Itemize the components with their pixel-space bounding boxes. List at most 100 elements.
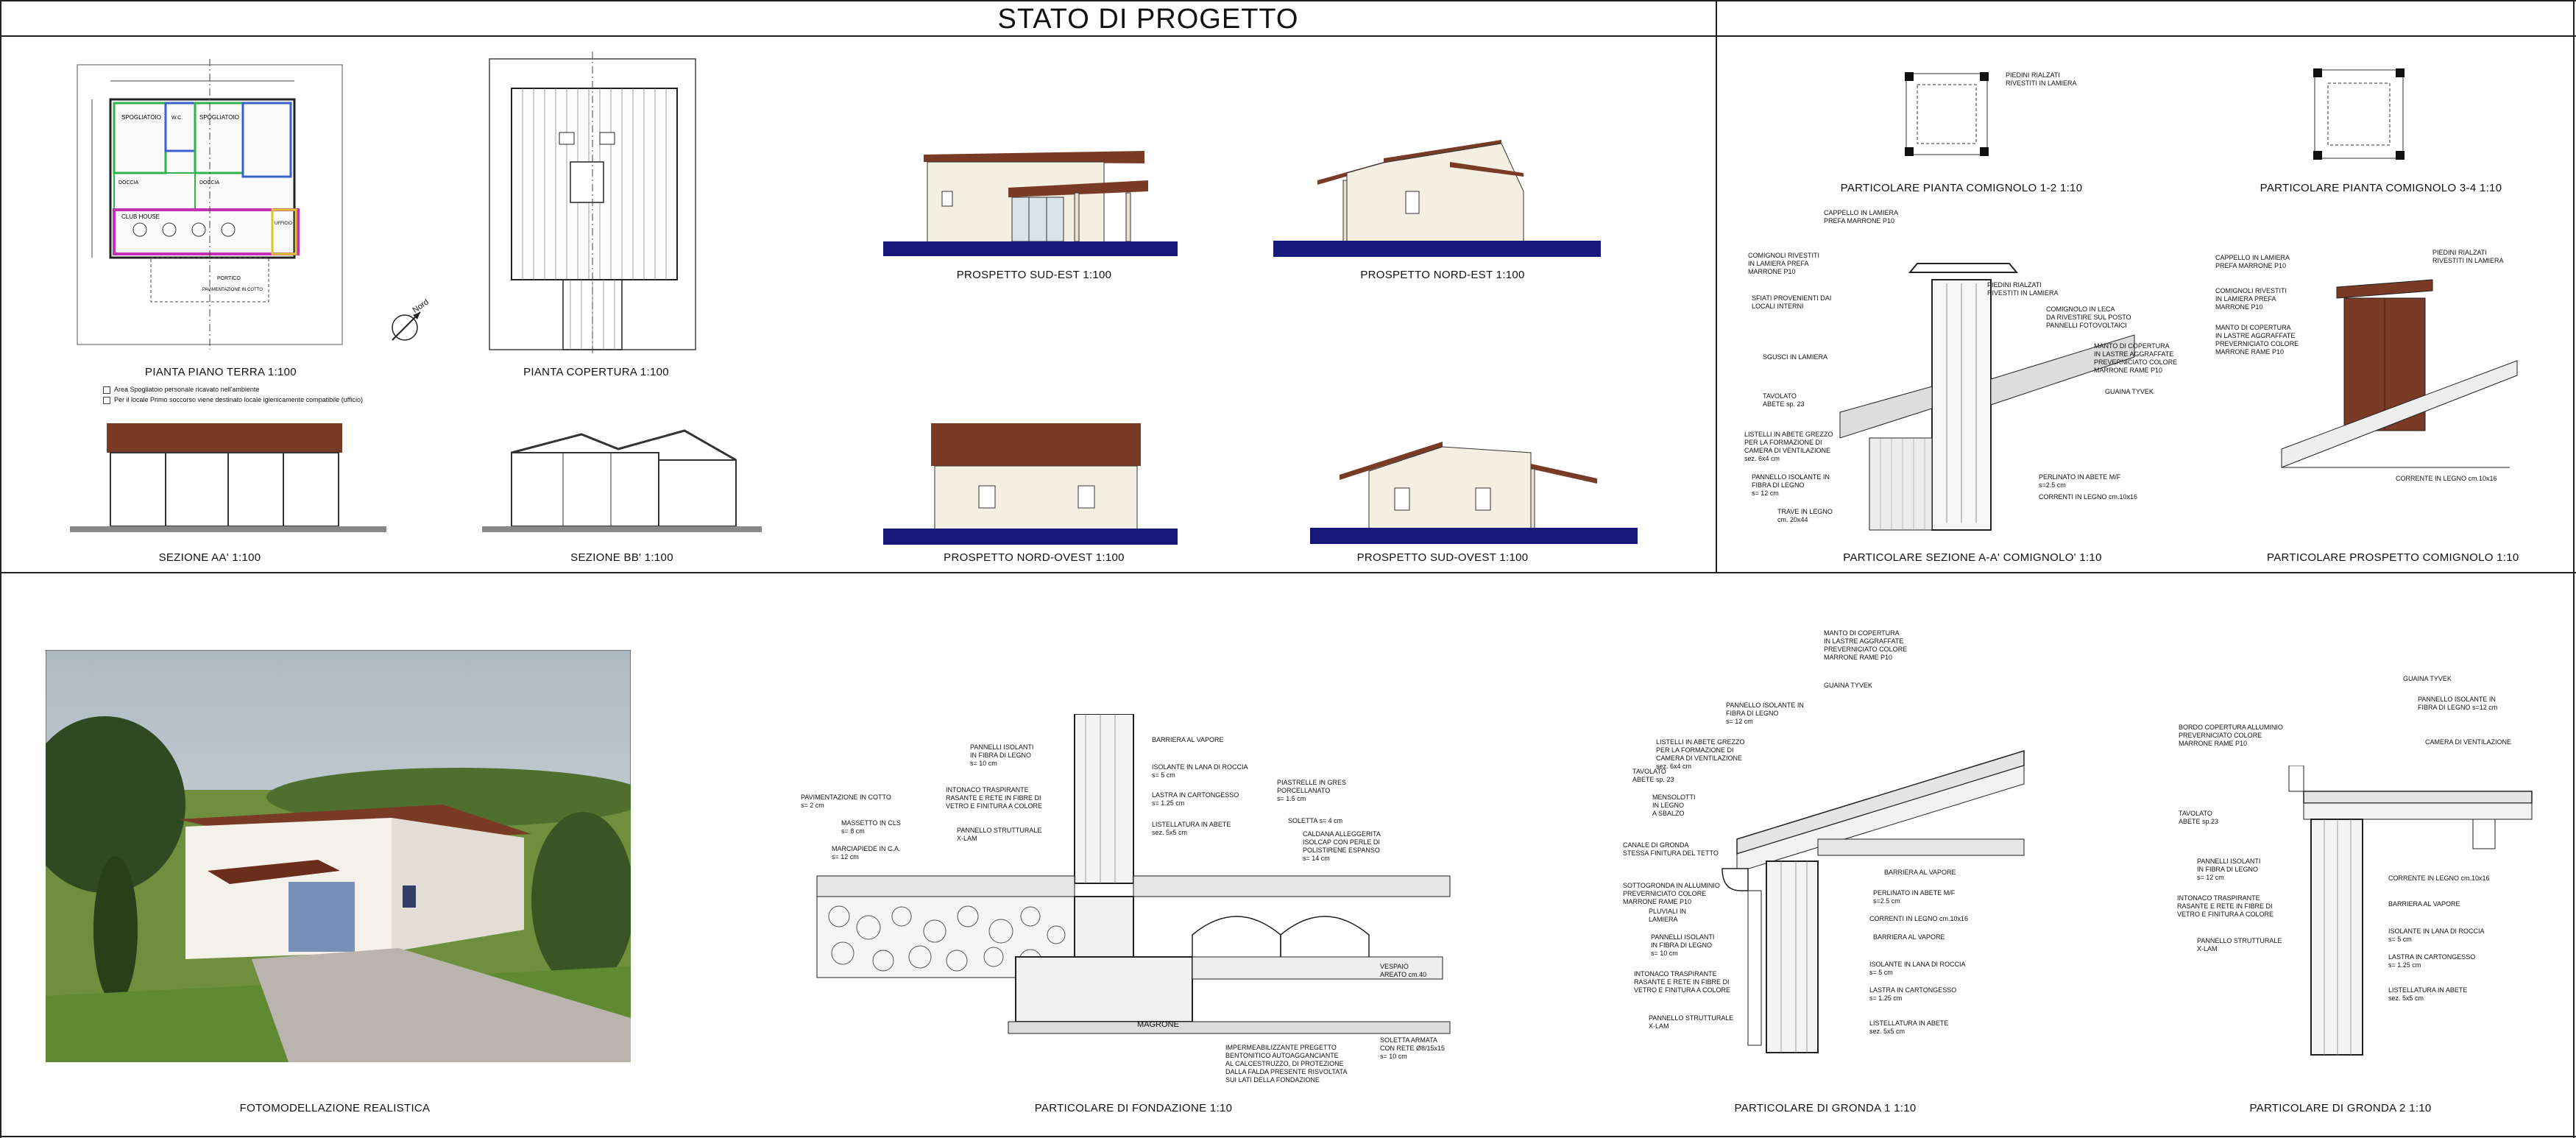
label-g2-bordo: BORDO COPERTURA ALLUMINIO PREVERNICIATO … (2179, 724, 2283, 748)
column-divider-top (1716, 0, 1717, 573)
label-comignoli-line-1: COMIGNOLI RIVESTITI (1748, 252, 1820, 259)
label-g2-pannello-x-line-1: PANNELLO STRUTTURALE (2197, 937, 2282, 944)
label-g2-pannello-line-1: PANNELLO ISOLANTE IN (2418, 696, 2496, 703)
label-g1-listelli: LISTELLI IN ABETE GREZZO PER LA FORMAZIO… (1656, 738, 1745, 771)
label-pannello-comignolo-line-3: s= 12 cm (1752, 490, 1779, 497)
label-g1-manto-line-3: PREVERNICIATO COLORE (1824, 646, 1908, 653)
label-cappello-line-1: CAPPELLO IN LAMIERA (1824, 209, 1899, 216)
label-g2-isolante-line-2: s= 5 cm (2388, 936, 2412, 943)
label-g2-lastra: LASTRA IN CARTONGESSO s= 1.25 cm (2388, 953, 2475, 969)
label-g1-isolante-line-1: ISOLANTE IN LANA DI ROCCIA (1869, 961, 1966, 968)
label-g1-tavolato: TAVOLATO ABETE sp. 23 (1632, 768, 1674, 784)
label-f-soletta-armata-line-3: s= 10 cm (1380, 1053, 1407, 1060)
label-g1-pannelli-line-2: IN FIBRA DI LEGNO (1651, 941, 1713, 949)
chimney-elevation (2281, 279, 2518, 468)
label-sguscio: SGUSCI IN LAMIERA (1763, 353, 1828, 361)
label-g2-lastra-line-2: s= 1.25 cm (2388, 961, 2421, 969)
label-f-caldana-line-3: POLISTIRENE ESPANSO (1303, 847, 1380, 854)
label-g1-manto-line-1: MANTO DI COPERTURA (1824, 629, 1900, 637)
label-f-impermeabilizzante-line-5: SUI LATI DELLA FONDAZIONE (1225, 1076, 1320, 1084)
label-cappello-line-2: PREFA MARRONE P10 (1824, 217, 1895, 225)
label-f-pavimentazione-line-2: s= 2 cm (801, 802, 824, 809)
label-f-pannelli-line-2: IN FIBRA DI LEGNO (970, 752, 1032, 759)
room-label-club-house: CLUB HOUSE (121, 213, 160, 220)
title-gronda-1: PARTICOLARE DI GRONDA 1 1:10 (1734, 1102, 1917, 1114)
label-comignolo-elevation-line-1: COMIGNOLI RIVESTITI (2215, 287, 2287, 294)
label-g2-intonaco-line-2: RASANTE E RETE IN FIBRE DI (2177, 902, 2273, 910)
label-g1-perlinato-line-2: s=2.5 cm (1873, 897, 1900, 905)
frame-bottom (0, 1136, 2576, 1137)
label-f-impermeabilizzante-line-1: IMPERMEABILIZZANTE PREGETTO (1225, 1044, 1337, 1051)
room-label-portico: PORTICO (217, 276, 241, 281)
sheet-title: STATO DI PROGETTO (997, 4, 1299, 35)
label-g1-canale-line-2: STESSA FINITURA DEL TETTO (1623, 849, 1719, 857)
label-manto-elevation-line-3: PREVERNICIATO COLORE (2215, 340, 2299, 347)
label-sfiati-line-1: SFIATI PROVENIENTI DAI (1752, 294, 1832, 302)
label-g1-barriera-2: BARRIERA AL VAPORE (1873, 933, 1945, 941)
label-comignoli-line-3: MARRONE P10 (1748, 268, 1796, 275)
label-f-piastrelle: PIASTRELLE IN GRES PORCELLANATO s= 1.5 c… (1277, 779, 1346, 803)
label-f-pannelli-line-3: s= 10 cm (970, 760, 997, 767)
label-g1-canale-line-1: CANALE DI GRONDA (1623, 841, 1689, 849)
label-g1-correnti: CORRENTI IN LEGNO cm.10x16 (1869, 915, 1969, 922)
label-f-vespaio-line-1: VESPAIO (1380, 963, 1409, 970)
elevation-nord-ovest (883, 423, 1178, 545)
label-g2-isolante: ISOLANTE IN LANA DI ROCCIA s= 5 cm (2388, 927, 2485, 944)
label-g2-tavolato: TAVOLATO ABETE sp.23 (2179, 810, 2218, 826)
label-f-impermeabilizzante-line-4: DALLA FALDA PRESENTE RISVOLTATA (1225, 1068, 1348, 1075)
label-g1-sottogronda-line-3: MARRONE RAME P10 (1623, 898, 1692, 905)
label-g1-isolante-line-2: s= 5 cm (1869, 969, 1893, 976)
label-g2-isolante-line-1: ISOLANTE IN LANA DI ROCCIA (2388, 927, 2485, 935)
label-tavolato-comignolo: TAVOLATO ABETE sp. 23 (1763, 392, 1805, 409)
label-f-intonaco: INTONACO TRASPIRANTE RASANTE E RETE IN F… (946, 786, 1042, 810)
elevation-sud-est (883, 151, 1178, 256)
label-f-listellatura-line-2: sez. 5x5 cm (1152, 829, 1188, 836)
label-g1-pannelli: PANNELLI ISOLANTI IN FIBRA DI LEGNO s= 1… (1651, 933, 1714, 958)
label-manto-comignolo-line-4: MARRONE RAME P10 (2094, 367, 2163, 374)
label-comignolo-leca-line-1: COMIGNOLO IN LECA (2046, 305, 2115, 313)
label-f-caldana-line-2: ISOLCAP CON PERLE DI (1303, 838, 1380, 846)
room-label-spogliatoio-1: SPOGLIATOIO (121, 114, 161, 121)
row-divider (0, 572, 2576, 573)
label-f-pavimentazione-line-1: PAVIMENTAZIONE IN COTTO (801, 794, 891, 801)
label-g2-lastra-line-1: LASTRA IN CARTONGESSO (2388, 953, 2476, 961)
label-g1-pannelli-line-3: s= 10 cm (1651, 950, 1678, 957)
label-f-pannello-x-line-2: X-LAM (957, 835, 977, 842)
label-g1-listelli-line-1: LISTELLI IN ABETE GREZZO (1656, 738, 1745, 746)
label-f-soletta: SOLETTA s= 4 cm (1288, 817, 1343, 824)
label-listelli-comignolo-line-1: LISTELLI IN ABETE GREZZO (1744, 431, 1833, 438)
label-f-intonaco-line-3: VETRO E FINITURA A COLORE (946, 802, 1043, 810)
room-label-doccia-2: DOCCIA (199, 180, 220, 185)
legend-swatch-2 (103, 396, 110, 404)
label-g1-lastra-line-2: s= 1.25 cm (1869, 994, 1903, 1002)
label-g2-bordo-line-1: BORDO COPERTURA ALLUMINIO (2179, 724, 2283, 731)
label-g2-pannello: PANNELLO ISOLANTE IN FIBRA DI LEGNO s=12… (2418, 696, 2497, 712)
label-f-pannelli-line-1: PANNELLI ISOLANTI (970, 743, 1034, 751)
label-piedini-section-line-1: PIEDINI RIALZATI (1987, 281, 2042, 289)
label-g2-listellatura: LISTELLATURA IN ABETE sez. 5x5 cm (2388, 986, 2467, 1003)
label-pannello-comignolo: PANNELLO ISOLANTE IN FIBRA DI LEGNO s= 1… (1752, 473, 1830, 498)
room-label-doccia-1: DOCCIA (118, 180, 139, 185)
label-g2-camera: CAMERA DI VENTILAZIONE (2425, 738, 2512, 746)
legend-swatch-1 (103, 386, 110, 394)
label-f-isolante-line-2: s= 5 cm (1152, 771, 1175, 779)
label-g2-pannello-x-line-2: X-LAM (2197, 945, 2218, 953)
label-f-marciapiede-line-1: MARCIAPIEDE IN C.A. (832, 845, 901, 852)
label-f-vespaio-line-2: AREATO cm.40 (1380, 971, 1427, 978)
label-g1-pannello: PANNELLO ISOLANTE IN FIBRA DI LEGNO s= 1… (1726, 701, 1804, 726)
label-f-impermeabilizzante-line-3: AL CALCESTRUZZO, DI PROTEZIONE (1225, 1060, 1344, 1067)
label-g1-pannello-x-line-1: PANNELLO STRUTTURALE (1649, 1014, 1734, 1022)
label-f-soletta-armata-line-1: SOLETTA ARMATA (1380, 1036, 1438, 1044)
label-f-isolante-line-1: ISOLANTE IN LANA DI ROCCIA (1152, 763, 1248, 771)
label-f-magrone: MAGRONE (1137, 1020, 1179, 1029)
section-bb (482, 429, 762, 532)
label-g1-sottogronda-line-1: SOTTOGRONDA IN ALLUMINIO (1623, 882, 1720, 889)
label-comignolo-leca-line-3: PANNELLI FOTOVOLTAICI (2046, 322, 2127, 329)
label-g2-intonaco-line-3: VETRO E FINITURA A COLORE (2177, 911, 2274, 918)
label-listelli-comignolo-line-3: CAMERA DI VENTILAZIONE (1744, 447, 1831, 454)
label-f-piastrelle-line-3: s= 1.5 cm (1277, 795, 1306, 802)
label-g1-pluviali-line-2: LAMIERA (1649, 916, 1678, 923)
label-f-soletta-armata: SOLETTA ARMATA CON RETE Ø8/15x15 s= 10 c… (1380, 1036, 1445, 1061)
label-listelli-comignolo-line-4: sez. 6x4 cm (1744, 455, 1780, 462)
